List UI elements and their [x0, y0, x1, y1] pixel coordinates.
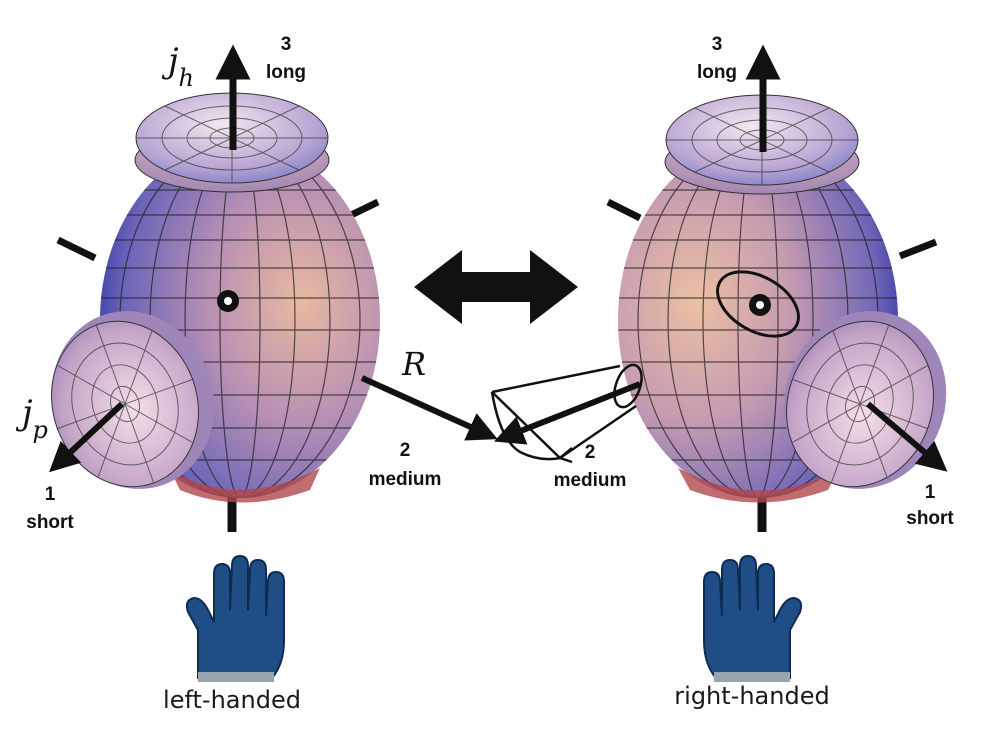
right-axis-2-word: medium	[554, 470, 627, 491]
left-axis-1-number: 1	[45, 484, 56, 505]
right-center-ring	[716, 270, 800, 338]
left-axis-1-arrow	[49, 401, 125, 473]
right-spike-west	[606, 198, 642, 222]
right-axis-3-number: 3	[712, 34, 723, 55]
left-spike-west	[56, 236, 97, 262]
right-nucleus: 3 long 2 medium 1 short	[490, 34, 954, 532]
left-axis-2-arrow	[360, 375, 498, 441]
left-axis-2-number: 2	[400, 440, 411, 461]
precession-cone	[490, 363, 643, 464]
right-handed-caption: right-handed	[674, 682, 829, 710]
right-axis-1-word: short	[906, 508, 954, 529]
right-glove-icon	[703, 554, 803, 682]
right-axis-2-number: 2	[585, 442, 596, 463]
left-axis-2-word: medium	[369, 469, 442, 490]
left-axis-1-word: short	[26, 512, 74, 533]
left-jp-label: jp	[15, 393, 48, 444]
left-jh-label: jh	[161, 41, 194, 92]
right-spike-east	[898, 238, 938, 260]
double-arrow-icon	[414, 250, 578, 324]
right-axis-3-word: long	[697, 62, 737, 83]
left-body-base	[170, 468, 320, 503]
rotation-label: R	[401, 345, 426, 383]
right-body-base	[678, 468, 838, 503]
left-axis-3-number: 3	[281, 34, 292, 55]
left-glove-icon	[185, 554, 285, 682]
left-axis-3-word: long	[266, 62, 306, 83]
left-handed-caption: left-handed	[163, 686, 301, 714]
right-side-disc	[783, 311, 947, 489]
left-nucleus: jh 3 long jp 1 short R 2 medium	[15, 34, 498, 533]
left-side-disc	[50, 311, 215, 489]
right-axis-1-arrow	[866, 401, 948, 472]
right-axis-1-number: 1	[925, 482, 936, 503]
